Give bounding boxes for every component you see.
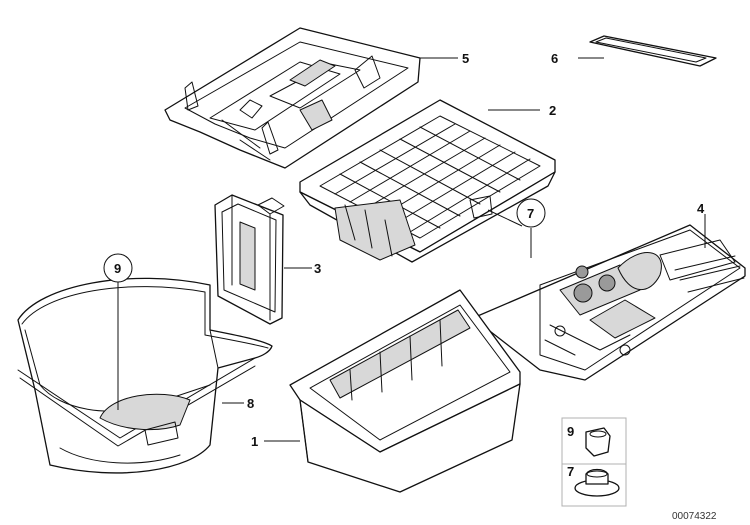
callout-5: 5 bbox=[462, 51, 469, 66]
callout-labels: 5 6 2 4 3 8 1 7 9 9 7 bbox=[103, 51, 705, 479]
callout-4: 4 bbox=[697, 201, 705, 216]
part-3-holder bbox=[214, 194, 285, 325]
part-6-strip bbox=[589, 35, 717, 67]
leader-lines bbox=[117, 57, 706, 442]
inset-callout-7: 7 bbox=[567, 464, 574, 479]
inset-callout-9: 9 bbox=[567, 424, 574, 439]
nut-part-9 bbox=[585, 427, 611, 457]
callout-9: 9 bbox=[114, 261, 121, 276]
callout-9-circle bbox=[103, 253, 133, 283]
part-8-bin bbox=[17, 277, 273, 474]
part-1-box bbox=[289, 289, 521, 493]
callout-1: 1 bbox=[251, 434, 258, 449]
part-2-grid-tray bbox=[299, 99, 556, 263]
grommet-part-7 bbox=[574, 468, 620, 497]
callout-3: 3 bbox=[314, 261, 321, 276]
reference-number: 00074322 bbox=[672, 511, 717, 522]
callout-7-circle bbox=[516, 198, 546, 228]
part-5-foam-tray bbox=[164, 27, 421, 169]
callout-6: 6 bbox=[551, 51, 558, 66]
callout-7: 7 bbox=[527, 206, 534, 221]
inset-small-parts bbox=[561, 417, 627, 507]
callout-2: 2 bbox=[549, 103, 556, 118]
callout-8: 8 bbox=[247, 396, 254, 411]
part-4-tool-tray bbox=[472, 224, 746, 381]
